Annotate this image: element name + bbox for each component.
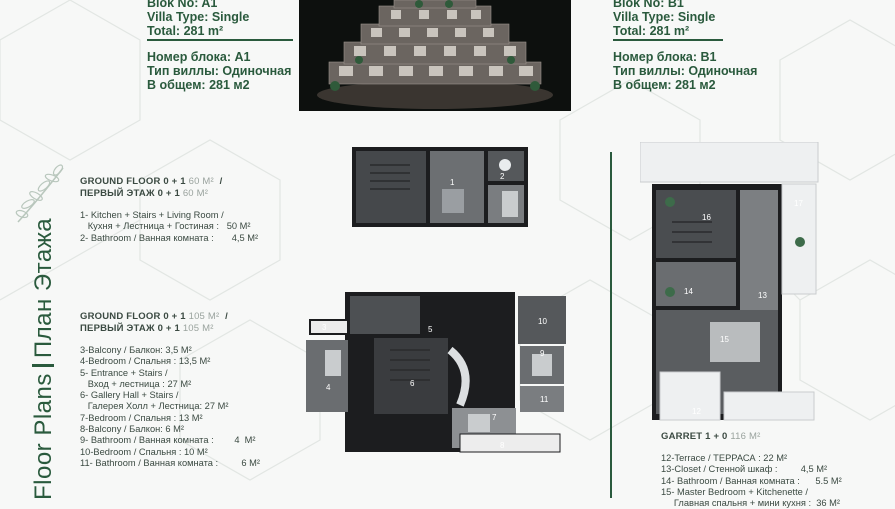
- room-line: 13-Closet / Стенной шкаф : 4,5 M²: [661, 464, 828, 475]
- ru-block: Номер блока: A1: [147, 50, 251, 64]
- room-number-label: 14: [684, 287, 693, 296]
- garret-title: GARRET 1 + 0 116 M²: [661, 431, 761, 442]
- blok-no: Blok No: A1: [147, 0, 218, 10]
- room-number-label: 13: [758, 291, 767, 300]
- room-line: 11- Bathroom / Ванная комната : 6 M²: [80, 457, 260, 468]
- room-line: Вход + лестница : 27 M²: [80, 378, 192, 389]
- room-number-label: 1: [450, 178, 455, 187]
- olive-branch-icon: [15, 164, 64, 223]
- room-number-label: 15: [720, 335, 729, 344]
- room-line: 5- Entrance + Stairs /: [80, 367, 168, 378]
- floor-2-title-en: GROUND FLOOR 0 + 1 105 M² /: [80, 311, 228, 322]
- room-number-label: 17: [794, 199, 803, 208]
- room-line: 3-Balcony / Балкон: 3,5 M²: [80, 345, 192, 355]
- room-number-label: 3: [322, 323, 327, 332]
- room-line: 1- Kitchen + Stairs + Living Room /: [80, 210, 224, 220]
- room-number-label: 8: [500, 441, 505, 450]
- room-number-label: 11: [540, 395, 549, 404]
- floor-1-title-en: GROUND FLOOR 0 + 1 60 M² /: [80, 176, 223, 187]
- vertical-divider: [610, 152, 612, 498]
- room-line: 12-Terrace / ТЕРРАСА : 22 M²: [661, 453, 788, 463]
- plan-3-room-labels: 16 17 13 14 15 12: [684, 199, 803, 416]
- block-b1-info-ru: Номер блока: B1 Тип виллы: Одиночная В о…: [613, 50, 757, 92]
- ru-block-b1: Номер блока: B1: [613, 50, 717, 64]
- room-line: 9- Bathroom / Ванная комната : 4 M²: [80, 435, 256, 446]
- ru-total: В общем: 281 м2: [147, 78, 250, 92]
- villa-type: Villa Type: Single: [147, 10, 250, 24]
- garret-legend: GARRET 1 + 0 116 M² 12-Terrace / ТЕРРАСА…: [661, 431, 842, 509]
- room-line: 15- Master Bedroom + Kitchenette /: [661, 486, 809, 497]
- ru-total-b1: В общем: 281 м2: [613, 78, 716, 92]
- floor-plan-ground-large: 3 4 5 6 7 8 9 10 11: [306, 292, 566, 453]
- total-area-b1: Total: 281 m²: [613, 24, 690, 38]
- room-line: 4-Bedroom / Спальня : 13,5 M²: [80, 356, 211, 367]
- floor-1-legend: GROUND FLOOR 0 + 1 60 M² / ПЕРВЫЙ ЭТАЖ 0…: [80, 176, 258, 244]
- side-title-separator: [32, 364, 54, 368]
- side-title-ru: План Этажа: [30, 217, 57, 359]
- room-line: 6- Gallery Hall + Stairs /: [80, 390, 179, 401]
- block-b1-info: Blok No: B1 Villa Type: Single Total: 28…: [613, 0, 715, 38]
- room-number-label: 12: [692, 407, 701, 416]
- room-line: Галерея Холл + Лестница: 27 M²: [80, 401, 229, 412]
- villa-rendering-svg: [299, 0, 571, 111]
- floor-plan-ground-small: 12: [352, 147, 528, 227]
- room-line: 8-Balcony / Балкон: 6 M²: [80, 424, 185, 435]
- room-line: Кухня + Лестница + Гостиная : 50 M²: [80, 221, 251, 232]
- room-number-label: 9: [540, 349, 545, 358]
- side-title-en: Floor Plans: [30, 373, 57, 500]
- room-number-label: 5: [428, 325, 433, 334]
- ru-type-b1: Тип виллы: Одиночная: [613, 64, 758, 78]
- room-number-label: 4: [326, 383, 331, 392]
- room-line: 7-Bedroom / Спальня : 13 M²: [80, 412, 203, 423]
- block-a1-info-ru: Номер блока: A1 Тип виллы: Одиночная В о…: [147, 50, 291, 92]
- side-title: Floor Plans План Этажа: [30, 218, 58, 500]
- blok-no-b1: Blok No: B1: [613, 0, 684, 10]
- villa-type-b1: Villa Type: Single: [613, 10, 716, 24]
- total-area: Total: 281 m²: [147, 24, 224, 38]
- floor-plan-garret: 16 17 13 14 15 12: [640, 142, 819, 421]
- accent-line-left: [147, 39, 293, 41]
- ru-type: Тип виллы: Одиночная: [147, 64, 292, 78]
- accent-line-right: [613, 39, 723, 41]
- room-line: 14- Bathroom / Ванная комната : 5.5 M²: [661, 475, 842, 486]
- room-number-label: 6: [410, 379, 415, 388]
- room-line: 2- Bathroom / Ванная комната : 4,5 M²: [80, 232, 259, 243]
- room-number-label: 16: [702, 213, 711, 222]
- room-number-label: 7: [492, 413, 497, 422]
- floor-2-title-ru: ПЕРВЫЙ ЭТАЖ 0 + 1 105 M²: [80, 323, 214, 334]
- floor-1-title-ru: ПЕРВЫЙ ЭТАЖ 0 + 1 60 M²: [80, 188, 209, 199]
- plan-2-room-labels: 3 4 5 6 7 8 9 10 11: [322, 317, 549, 450]
- room-number-label: 10: [538, 317, 547, 326]
- room-number-label: 2: [500, 172, 505, 181]
- block-a1-info: Blok No: A1 Villa Type: Single Total: 28…: [147, 0, 249, 38]
- plan-1-room-labels: 12: [450, 172, 505, 187]
- floor-2-legend: GROUND FLOOR 0 + 1 105 M² / ПЕРВЫЙ ЭТАЖ …: [80, 311, 260, 469]
- villa-rendering-image: [299, 0, 571, 111]
- room-line: 10-Bedroom / Спальня : 10 M²: [80, 446, 208, 457]
